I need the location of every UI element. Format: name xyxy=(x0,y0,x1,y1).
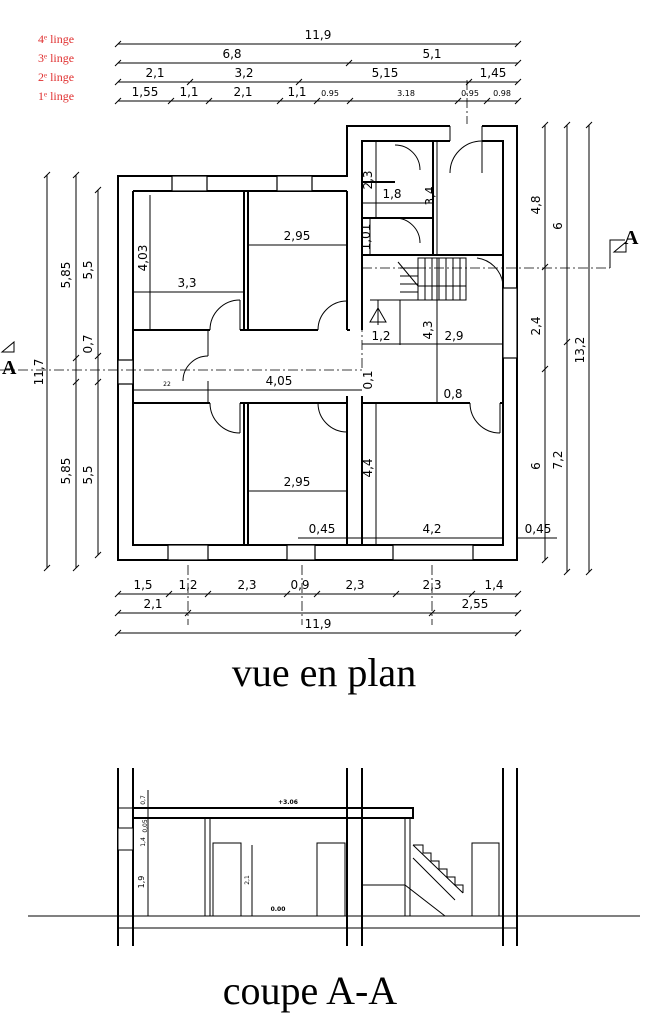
dim-left-inner-b: 5,5 xyxy=(81,465,95,484)
dim-room2-width: 2,95 xyxy=(284,229,311,243)
dim-bottom-row1-f: 2,3 xyxy=(422,578,441,592)
dim-stair-width: 1,2 xyxy=(371,329,390,343)
section-line-a xyxy=(0,239,627,371)
legend-line-2: 2ᵉ linge xyxy=(38,70,74,84)
dim-bottom-row1-b: 1,2 xyxy=(178,578,197,592)
legend-line-4: 4ᵉ linge xyxy=(38,32,74,46)
dim-wall-right: 0,45 xyxy=(525,522,552,536)
section-small-3: 1,4 xyxy=(140,837,147,847)
dim-top-row1-e: 0.95 xyxy=(321,89,339,98)
right-dimension-lines xyxy=(541,121,593,576)
dim-top-row1-b: 1,1 xyxy=(179,85,198,99)
dim-bottom-total: 11,9 xyxy=(305,617,332,631)
dim-top-total: 11,9 xyxy=(305,28,332,42)
dim-wc-height: 2,3 xyxy=(361,170,375,189)
dim-right-inner-a: 4,8 xyxy=(529,195,543,214)
section-door-height: 2,1 xyxy=(244,875,251,885)
dim-wc-width: 1,8 xyxy=(382,187,401,201)
dim-left-mid-a: 5,85 xyxy=(59,262,73,289)
title-section-view: coupe A-A xyxy=(223,968,398,1013)
dim-stair-height: 4,3 xyxy=(421,320,435,339)
dim-top-row2-a: 2,1 xyxy=(145,66,164,80)
dim-gap-vertical: 0,1 xyxy=(361,370,375,389)
dim-corridor-small: 22 xyxy=(163,381,171,388)
dim-right-mid-b: 7,2 xyxy=(551,450,565,469)
dim-bottom-row1-g: 1,4 xyxy=(484,578,503,592)
dim-top-row1-h: 0.98 xyxy=(493,89,511,98)
dim-top-row1-f: 3.18 xyxy=(397,89,415,98)
dim-top-row1-c: 2,1 xyxy=(233,85,252,99)
dim-bottom-row2-a: 2,1 xyxy=(143,597,162,611)
bottom-dimension-lines xyxy=(114,565,522,637)
dim-bottom-row1-a: 1,5 xyxy=(133,578,152,592)
legend-line-3: 3ᵉ linge xyxy=(38,51,74,65)
section-level-top: +3.06 xyxy=(278,799,298,806)
dim-bottom-row2-b: 2,55 xyxy=(462,597,489,611)
dim-wall-left: 0,45 xyxy=(309,522,336,536)
dim-bottom-row1-c: 2,3 xyxy=(237,578,256,592)
dim-corridor-width: 4,05 xyxy=(266,374,293,388)
dim-room6-height: 4,4 xyxy=(361,458,375,477)
dim-wc-height-2: 3,4 xyxy=(423,186,437,205)
dim-room5-width: 2,95 xyxy=(284,475,311,489)
dim-room1-width: 3,3 xyxy=(177,276,196,290)
title-plan-view: vue en plan xyxy=(232,650,416,695)
dim-top-row3-a: 6,8 xyxy=(222,47,241,61)
dim-left-mid-b: 0,7 xyxy=(81,334,95,353)
dim-top-row1-g: 0.95 xyxy=(461,89,479,98)
dim-top-row2-b: 3,2 xyxy=(234,66,253,80)
dim-right-inner-c: 6 xyxy=(529,462,543,470)
dim-top-row2-c: 5,15 xyxy=(372,66,399,80)
section-mark-right: A xyxy=(624,227,639,249)
section-level-floor: 0.00 xyxy=(271,906,286,913)
dim-room6-width: 4,2 xyxy=(422,522,441,536)
legend-line-1: 1ᵉ linge xyxy=(38,89,74,103)
dim-right-inner-b: 2,4 xyxy=(529,316,543,335)
dim-top-row2-d: 1,45 xyxy=(480,66,507,80)
dim-bottom-row1-d: 0,9 xyxy=(290,578,309,592)
dim-bottom-row1-e: 2,3 xyxy=(345,578,364,592)
section-small-1: 0,7 xyxy=(140,795,147,805)
dim-gap-width: 0,8 xyxy=(443,387,462,401)
dim-wc-height-3: 1,01 xyxy=(359,224,373,251)
floor-plan xyxy=(117,124,557,561)
dim-right-total: 13,2 xyxy=(573,337,587,364)
dim-room1-height: 4,03 xyxy=(136,245,150,272)
section-mark-left: A xyxy=(2,357,17,379)
staircase xyxy=(369,257,504,345)
dim-top-row3-b: 5,1 xyxy=(422,47,441,61)
top-dimension-lines xyxy=(114,40,522,105)
section-small-2: 0,05 xyxy=(142,819,149,833)
dim-right-mid-a: 6 xyxy=(551,222,565,230)
section-view xyxy=(28,768,640,946)
section-height-1: 1,9 xyxy=(137,876,146,889)
dim-top-row1-d: 1,1 xyxy=(287,85,306,99)
dim-top-row1-a: 1,55 xyxy=(132,85,159,99)
dim-stair-width-2: 2,9 xyxy=(444,329,463,343)
left-dimension-lines xyxy=(43,171,102,572)
dim-left-mid-c: 5,85 xyxy=(59,458,73,485)
dim-left-inner-a: 5,5 xyxy=(81,260,95,279)
dim-left-total: 11,7 xyxy=(32,359,46,386)
